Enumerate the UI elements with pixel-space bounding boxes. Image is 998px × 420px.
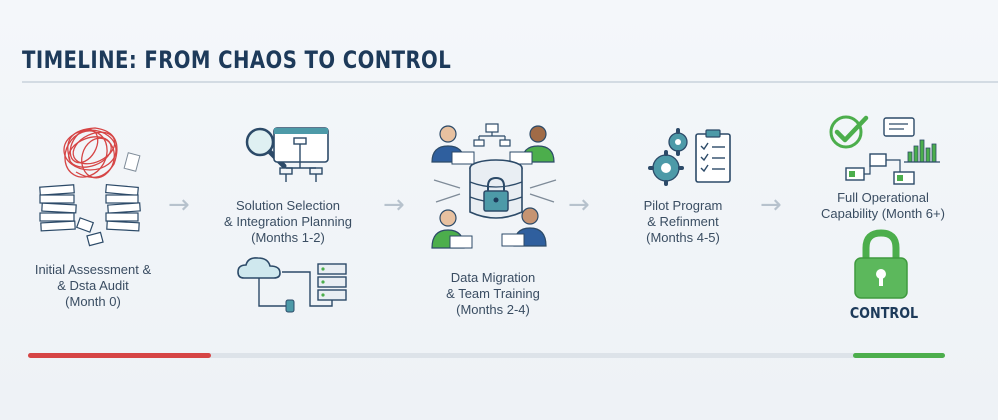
stage-2-label: Solution Selection & Integration Plannin… [208,198,368,246]
stage-2-line2: & Integration Planning [224,214,352,229]
stage-2-line1: Solution Selection [235,198,341,213]
flowchart-icon [273,127,329,182]
page-title: TIMELINE: FROM CHAOS TO CONTROL [22,46,452,74]
stage-1-line2: & Dsta Audit [57,278,129,293]
server-icon [282,263,347,313]
progress-chaos-segment [28,353,211,358]
stage-3-label: Data Migration & Team Training (Months 2… [418,270,568,318]
stage-4-period: (Months 4-5) [646,230,720,245]
tangled-scribble-icon [63,127,141,179]
stage-5-line2: Capability (Month 6+) [821,206,945,221]
team-icon [431,123,557,249]
arrow-3-icon: → [568,190,590,220]
padlock-icon [854,229,908,299]
cloud-icon [237,257,288,307]
stage-1-label: Initial Assessment & & Dsta Audit (Month… [18,262,168,310]
dashboard-icon [845,117,940,185]
gear-icon [648,128,688,186]
stage-1-period: (Month 0) [65,294,121,309]
checkmark-icon [829,115,869,149]
stage-4-label: Pilot Program & Refinment (Months 4-5) [618,198,748,246]
stage-4-line2: & Refinment [647,214,719,229]
arrow-4-icon: → [760,190,782,220]
checklist-icon [695,129,731,183]
arrow-2-icon: → [383,190,405,220]
progress-control-segment [853,353,945,358]
arrow-1-icon: → [168,190,190,220]
stage-3-line1: Data Migration [450,270,536,285]
stage-3-line2: & Team Training [446,286,540,301]
stage-5-line1: Full Operational [837,190,929,205]
database-lock-icon [469,159,523,219]
progress-track [28,353,945,358]
stage-2-period: (Months 1-2) [251,230,325,245]
stage-4-line1: Pilot Program [643,198,723,213]
control-label: CONTROL [849,304,919,322]
title-divider [22,81,998,83]
paper-stack-icon [39,183,141,247]
stage-3-period: (Months 2-4) [456,302,530,317]
stage-5-label: Full Operational Capability (Month 6+) [808,190,958,222]
stage-1-line1: Initial Assessment & [34,262,152,277]
